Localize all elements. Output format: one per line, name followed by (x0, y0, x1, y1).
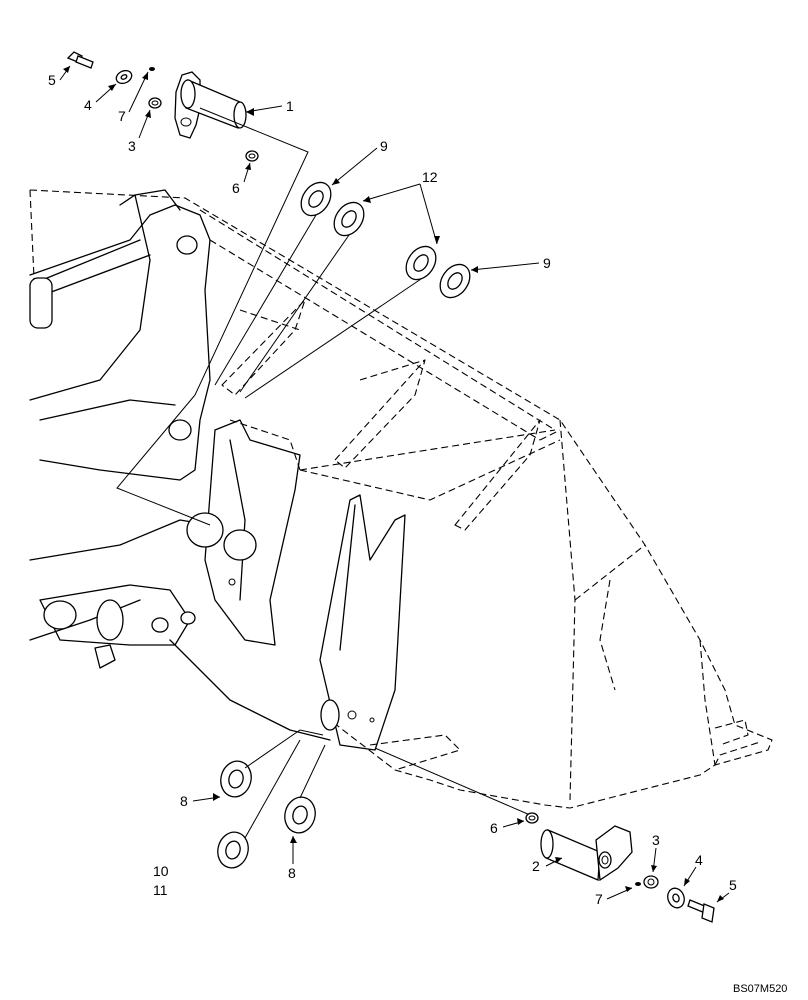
callout-fitting-bottom: 6 (490, 820, 498, 836)
grease-fitting-icon (149, 67, 155, 71)
callout-fitting-top: 6 (232, 180, 240, 196)
callout-shim-pair-b: 11 (153, 882, 168, 898)
callout-washer-bottom: 4 (695, 852, 703, 868)
bolt-icon (687, 899, 715, 923)
callout-shim-left-upper: 8 (180, 793, 188, 809)
callout-shim-right-mid: 9 (543, 255, 551, 271)
mount-bracket-left (186, 419, 301, 646)
callout-labels: 1 5 4 7 3 6 9 12 9 8 8 10 11 6 2 3 4 5 7… (48, 72, 787, 995)
callout-shim-pair-top: 12 (422, 169, 438, 185)
mount-bracket-right (319, 494, 406, 751)
callout-pin-top: 1 (286, 98, 294, 114)
callout-pin-bottom: 2 (532, 858, 540, 874)
grease-fitting-top-lower (245, 150, 259, 162)
callout-nut-top: 3 (128, 138, 136, 154)
callout-shim-right-top: 9 (380, 138, 388, 154)
bolt-icon (66, 51, 94, 69)
nut-icon (643, 875, 659, 889)
drawing-code: BS07M520 (733, 983, 787, 995)
callout-bolt-top: 5 (48, 72, 56, 88)
callout-leaders (59, 65, 730, 903)
washer-icon (667, 887, 685, 909)
nut-icon (148, 97, 162, 109)
callout-shim-pair-a: 10 (153, 863, 169, 879)
grease-fitting-bottom (525, 812, 539, 824)
callout-washer-top: 4 (84, 97, 92, 113)
washer-icon (115, 69, 133, 85)
pin-assembly-top (66, 51, 309, 526)
shim-icon (217, 181, 471, 869)
loader-arm (29, 189, 331, 741)
pin-icon (174, 71, 247, 139)
callout-grease-bottom: 7 (595, 891, 603, 907)
grease-fitting-icon (635, 882, 641, 886)
shim-guide-lines (214, 214, 422, 839)
pin-assembly-bottom (374, 747, 715, 923)
callout-shim-left-lower: 8 (288, 865, 296, 881)
callout-bolt-bottom: 5 (729, 877, 737, 893)
callout-nut-bottom: 3 (652, 832, 660, 848)
pin-icon (540, 825, 633, 882)
callout-grease-top: 7 (118, 108, 126, 124)
bucket-outline (29, 189, 773, 809)
